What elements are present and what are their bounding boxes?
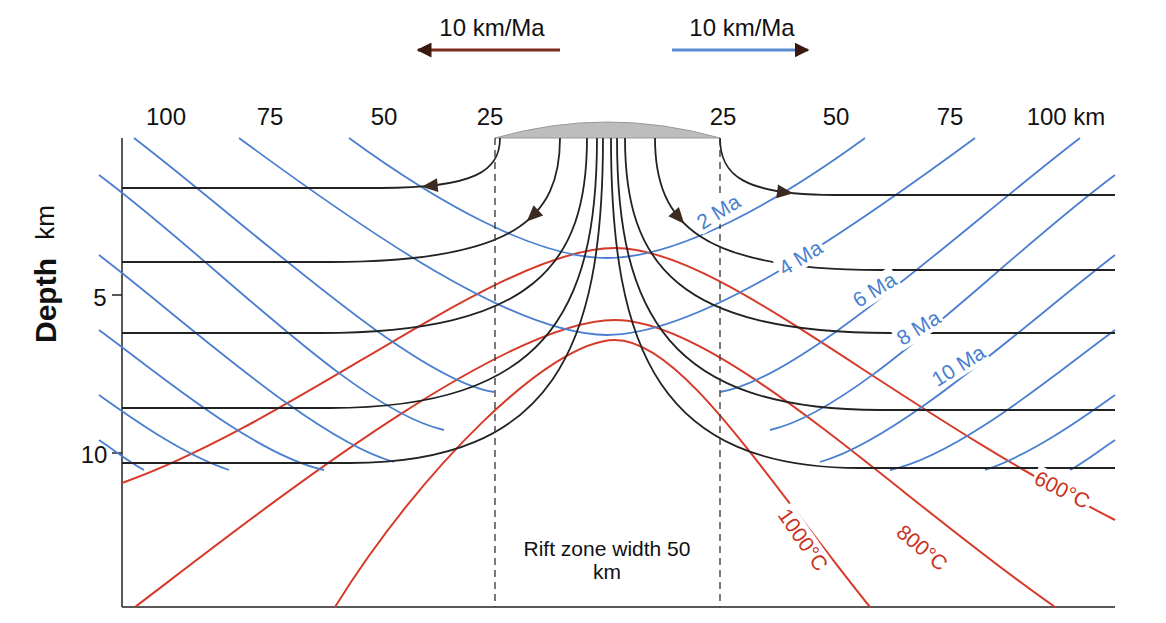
isochron bbox=[99, 255, 394, 462]
flow-arrowhead bbox=[668, 207, 689, 228]
particle-path bbox=[122, 138, 603, 463]
isochron-label: 10 Ma bbox=[925, 340, 990, 393]
axis-tick-label: 25 bbox=[710, 104, 737, 130]
isotherm-label: 600°C bbox=[1029, 465, 1095, 514]
isotherm bbox=[122, 248, 615, 483]
axis-tick-label: 50 bbox=[371, 104, 398, 130]
particle-path bbox=[122, 138, 587, 333]
flow-arrowhead bbox=[776, 184, 794, 200]
axis-tick-label: 50 bbox=[823, 104, 850, 130]
spreading-rate: 10 km/Ma bbox=[689, 15, 794, 41]
particle-path bbox=[122, 138, 500, 188]
particle-path bbox=[122, 138, 560, 262]
particle-path bbox=[122, 138, 597, 408]
flow-arrowhead bbox=[522, 205, 543, 226]
isochron bbox=[607, 138, 975, 335]
axis-tick-label: 75 bbox=[257, 104, 284, 130]
spreading-rate: 10 km/Ma bbox=[439, 15, 544, 41]
isotherm bbox=[615, 248, 1115, 520]
isochron bbox=[1070, 440, 1115, 470]
isochron-label: 4 Ma bbox=[772, 235, 827, 281]
axis-tick-label: 10 bbox=[81, 442, 108, 468]
isotherm-lines bbox=[122, 248, 1115, 607]
axis-tick-label: 100 bbox=[146, 104, 186, 130]
particle-path bbox=[655, 138, 1115, 270]
rift-boundary bbox=[495, 138, 720, 607]
isochron bbox=[985, 395, 1115, 470]
isotherm-label: 1000°C bbox=[772, 503, 834, 577]
isotherm-label: 800°C bbox=[891, 519, 954, 577]
isochron-label: 6 Ma bbox=[846, 267, 901, 313]
plot-frame bbox=[112, 138, 1115, 607]
flow-arrowhead bbox=[421, 178, 438, 193]
isochron bbox=[607, 138, 865, 258]
isochron bbox=[239, 138, 607, 335]
isochron-label: 8 Ma bbox=[890, 305, 945, 351]
spreading-arrow bbox=[418, 50, 808, 51]
axis-tick-label: 75 bbox=[937, 104, 964, 130]
isochron bbox=[890, 330, 1115, 470]
axis-unit-label: 100 km bbox=[1027, 104, 1106, 130]
particle-path bbox=[617, 138, 1115, 410]
particle-paths bbox=[122, 138, 1115, 468]
rift-width-label: Rift zone width 50 km bbox=[520, 537, 694, 583]
isochron-label: 2 Ma bbox=[690, 189, 745, 235]
axis-tick-label: 25 bbox=[477, 104, 504, 130]
axis-title: Depth bbox=[29, 258, 62, 343]
axis-unit-label: km bbox=[31, 205, 60, 240]
isochron bbox=[820, 255, 1115, 462]
volcanic-lens bbox=[495, 122, 720, 138]
axis-tick-label: 5 bbox=[93, 285, 106, 311]
isochron-lines bbox=[99, 138, 1115, 470]
particle-path bbox=[625, 138, 1115, 333]
particle-path bbox=[611, 138, 1115, 468]
isochron bbox=[99, 330, 324, 470]
isochron bbox=[99, 395, 229, 470]
